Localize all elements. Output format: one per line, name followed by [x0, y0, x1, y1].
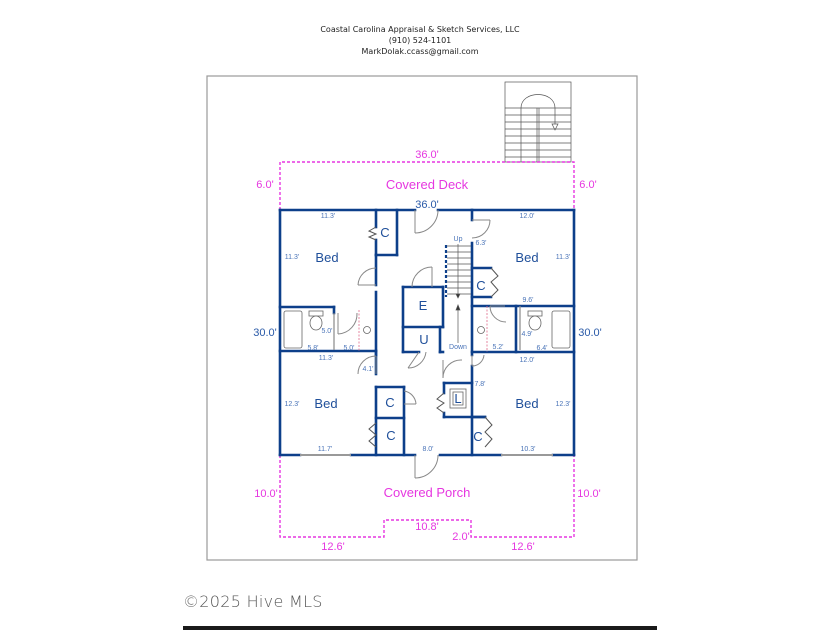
company-name: Coastal Carolina Appraisal & Sketch Serv…	[320, 25, 520, 34]
dim-bed-br-w: 10.3'	[521, 446, 536, 453]
deck-width-dim: 36.0'	[415, 149, 439, 161]
bath-fixtures	[283, 310, 571, 409]
dim-bed-bl-h: 12.3'	[285, 401, 300, 408]
interior-stairs	[447, 244, 471, 343]
deck-label: Covered Deck	[386, 177, 469, 192]
dim-bath-l-w: 5.8'	[307, 345, 318, 352]
exterior-stairs	[504, 81, 572, 163]
laundry-label: L	[454, 391, 461, 406]
dim-bath-r-h: 4.9'	[521, 331, 532, 338]
room-label-bed-br: Bed	[515, 396, 538, 411]
dim-bed-tr-h: 11.3'	[556, 254, 570, 261]
room-label-bed-tr: Bed	[515, 250, 538, 265]
dim-bath-l-hall: 5.0'	[343, 345, 354, 352]
closet-label-tl: C	[380, 225, 389, 240]
doors	[337, 209, 507, 479]
bath-partitions	[333, 306, 521, 350]
dim-bed-br-extra: 7.8'	[474, 381, 485, 388]
closet-label-bl-2: C	[386, 428, 395, 443]
porch-bump-depth-dim: 2.0'	[452, 531, 469, 543]
dim-bed-tl-h: 11.3'	[285, 254, 299, 261]
hall-dividers	[358, 306, 488, 352]
bottom-bar	[183, 626, 657, 630]
dim-bed-tl-w: 11.3'	[321, 213, 335, 220]
elevator-label: E	[419, 298, 428, 313]
house-width-dim: 36.0'	[415, 199, 439, 211]
bifold-doors	[367, 226, 499, 448]
company-phone: (910) 524-1101	[388, 36, 452, 45]
stair-up-label: Up	[454, 236, 463, 243]
dim-bed-tr-extra: 6.3'	[475, 240, 486, 247]
dim-bed-bl-w: 11.7'	[318, 446, 332, 453]
dim-bed-br-h: 12.3'	[556, 401, 571, 408]
copyright-watermark: ©2025 Hive MLS	[183, 592, 323, 611]
porch-depth-right-dim: 10.0'	[577, 488, 601, 500]
room-label-bed-bl: Bed	[314, 396, 337, 411]
dim-bath-r-hall: 5.2'	[492, 344, 503, 351]
dim-bed-tr-w: 12.0'	[520, 213, 535, 220]
closet-label-tr: C	[476, 278, 485, 293]
porch-depth-left-dim: 10.0'	[254, 488, 278, 500]
porch-bottom-left-dim: 12.6'	[321, 541, 345, 553]
covered-deck-outline	[279, 161, 575, 210]
house-depth-right-dim: 30.0'	[578, 327, 602, 339]
deck-depth-right-dim: 6.0'	[579, 179, 596, 191]
porch-bottom-right-dim: 12.6'	[511, 541, 535, 553]
porch-bump-dim: 10.8'	[415, 521, 439, 533]
dim-bath-r-w: 6.4'	[536, 345, 547, 352]
dim-hall-bottom: 8.0'	[422, 446, 433, 453]
utility-label: U	[419, 332, 428, 347]
porch-label: Covered Porch	[384, 485, 471, 500]
dim-bath-r-above: 9.6'	[522, 297, 533, 304]
sketch-header: Coastal Carolina Appraisal & Sketch Serv…	[0, 24, 840, 57]
plan-frame	[206, 75, 638, 561]
dim-bath-r-below: 12.0'	[520, 357, 535, 364]
covered-porch-outline	[279, 455, 575, 538]
dim-hall-closet: 4.1'	[362, 366, 373, 373]
dim-bath-l-h: 5.0'	[321, 328, 332, 335]
room-label-bed-tl: Bed	[315, 250, 338, 265]
stair-down-label: Down	[449, 344, 467, 351]
house-depth-left-dim: 30.0'	[253, 327, 277, 339]
closet-label-br: C	[473, 429, 482, 444]
closet-label-bl-1: C	[385, 395, 394, 410]
dim-bath-l-below: 11.3'	[319, 355, 333, 362]
deck-depth-left-dim: 6.0'	[256, 179, 273, 191]
company-email: MarkDolak.ccass@gmail.com	[361, 47, 479, 56]
